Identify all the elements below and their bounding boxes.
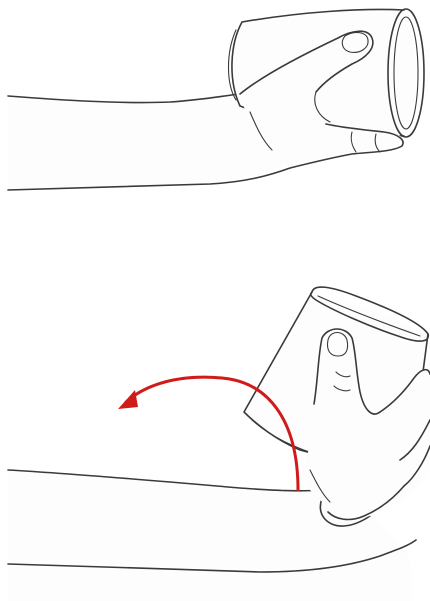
panel-top bbox=[8, 9, 424, 190]
panel-bottom bbox=[8, 287, 430, 601]
arrow-head bbox=[118, 390, 138, 409]
